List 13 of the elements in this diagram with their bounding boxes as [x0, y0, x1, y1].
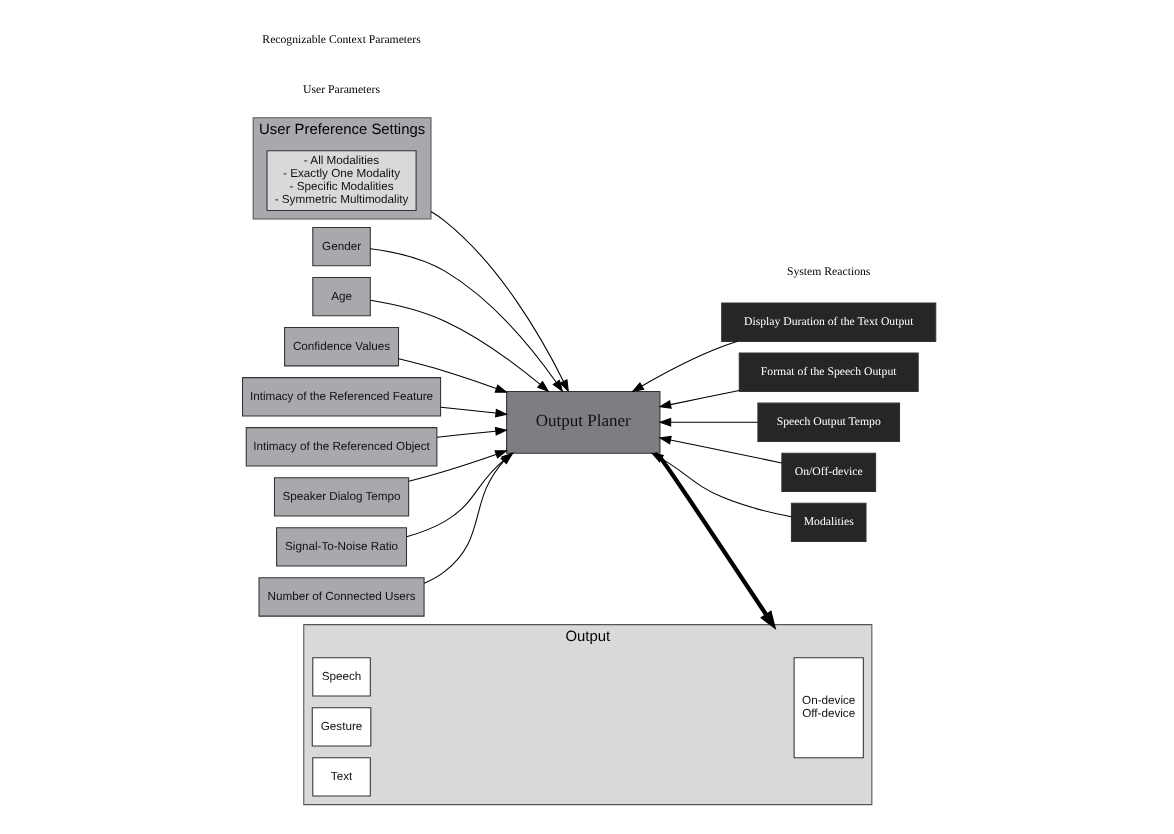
arrow	[436, 426, 509, 438]
arrow	[398, 358, 508, 393]
arrow	[430, 210, 569, 393]
arrow	[658, 435, 783, 464]
arrow	[370, 299, 550, 393]
arrow	[369, 248, 564, 393]
arrow	[658, 417, 759, 427]
arrow	[653, 451, 777, 631]
arrow	[408, 450, 508, 482]
arrow	[631, 340, 738, 393]
arrow	[440, 406, 509, 418]
arrow	[658, 389, 740, 409]
node-box: Output Planer	[506, 390, 661, 454]
